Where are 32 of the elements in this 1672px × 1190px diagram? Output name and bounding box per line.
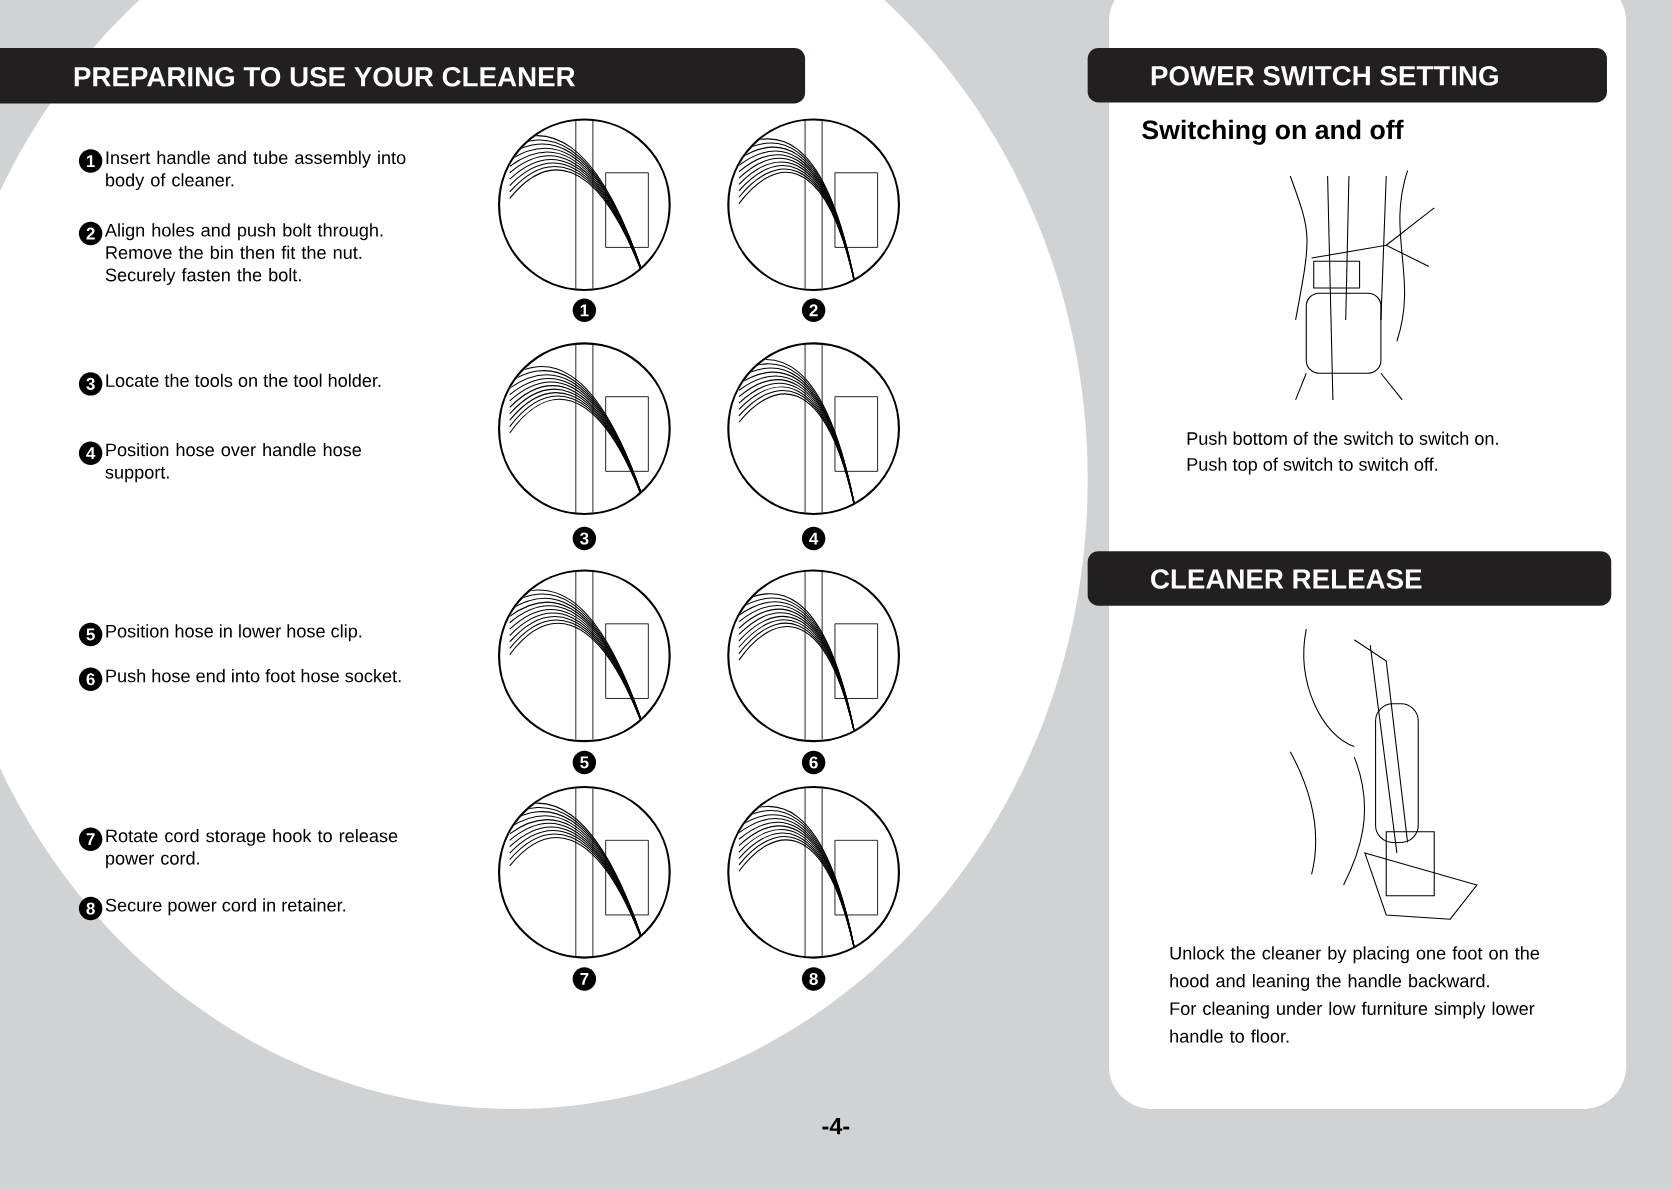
figure-number: 1	[572, 298, 597, 323]
step-text: Position hose over handle hose support.	[105, 442, 362, 483]
instruction-text: Unlock the cleaner by placing one foot on the hood and leaning the handle backward.	[1170, 946, 1540, 991]
step-number: 6	[78, 667, 103, 691]
step-number: 3	[78, 372, 103, 396]
figure-number: 7	[572, 967, 597, 991]
figure-number: 5	[572, 750, 597, 775]
instruction-text: For cleaning under low furniture simply lower handle to floor.	[1170, 1001, 1535, 1043]
step-number: 1	[78, 149, 103, 173]
section-banner: CLEANER RELEASE	[1087, 551, 1612, 606]
instruction-text: Push bottom of the switch to switch on.	[1187, 431, 1498, 445]
step-number: 2	[78, 221, 103, 246]
section-banner: POWER SWITCH SETTING	[1087, 48, 1607, 103]
step-number: 8	[78, 896, 103, 921]
instruction-text: Push top of switch to switch off.	[1187, 457, 1438, 475]
figure-number: 6	[801, 750, 826, 775]
figure-number: 4	[801, 526, 826, 551]
step-number: 4	[78, 441, 103, 465]
figure-number: 8	[801, 967, 826, 991]
step-number: 7	[78, 827, 103, 851]
step-text: Secure power cord in retainer.	[105, 898, 346, 916]
page-number: -4-	[822, 1118, 850, 1135]
figure-number: 2	[801, 298, 826, 323]
step-text: Push hose end into foot hose socket.	[106, 669, 401, 683]
figure-number: 3	[572, 526, 597, 551]
step-text: Insert handle and tube assembly into body of cleaner.	[106, 150, 406, 191]
section-banner: PREPARING TO USE YOUR CLEANER	[0, 48, 806, 104]
step-number: 5	[78, 622, 103, 647]
step-text: Rotate cord storage hook to release power cord.	[106, 828, 398, 869]
step-text: Position hose in lower hose clip.	[106, 624, 362, 642]
step-text: Locate the tools on the tool holder.	[106, 373, 381, 387]
step-text: Align holes and push bolt through. Remove the bin then fit the nut. Securely fasten the bolt.	[104, 223, 383, 285]
